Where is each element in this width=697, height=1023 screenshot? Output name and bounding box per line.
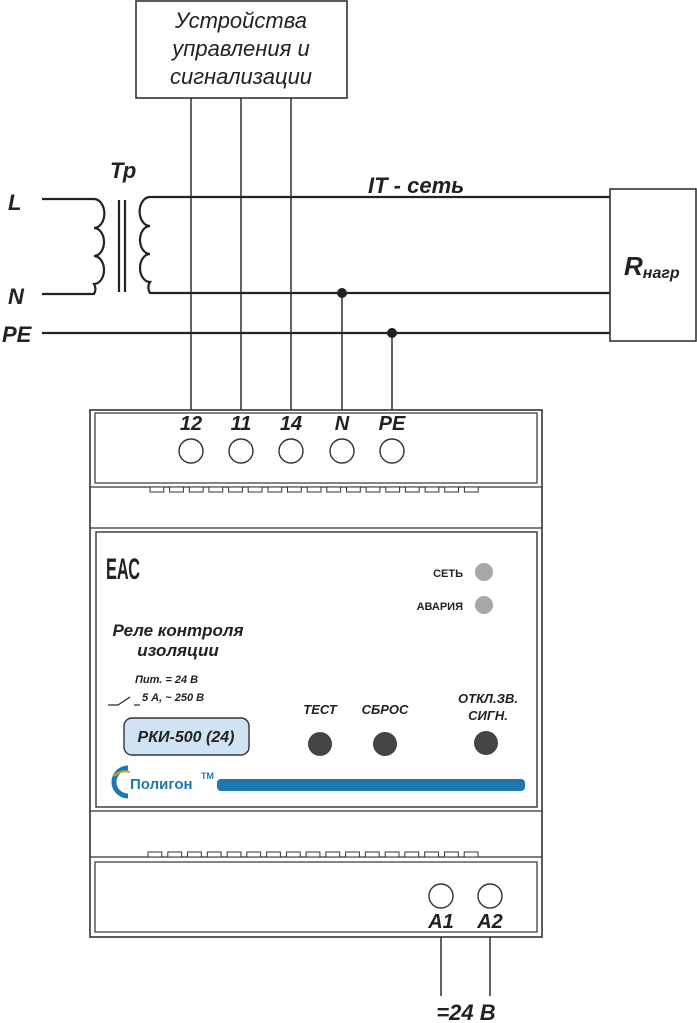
- vent-slot: [346, 486, 361, 493]
- vent-slot: [424, 486, 440, 493]
- vent-slot: [444, 851, 459, 858]
- terminal-screw-14[interactable]: [278, 438, 304, 464]
- vent-slot: [404, 486, 420, 493]
- top-terminal-labels: 12 11 14 N PE: [180, 413, 406, 435]
- btn-mute-label2: СИГН.: [468, 708, 508, 723]
- bottom-terminal-block: [94, 861, 538, 933]
- vent-slot: [305, 851, 321, 858]
- test-button[interactable]: [308, 732, 332, 756]
- vent-slot: [444, 486, 460, 493]
- vent-slot: [364, 851, 380, 858]
- line-PE-label: PE: [2, 322, 33, 347]
- terminal-screw-a2[interactable]: [477, 883, 503, 909]
- vent-slot: [147, 851, 163, 858]
- vent-slots-top: [149, 486, 479, 493]
- terminal-label-pe: PE: [379, 413, 406, 435]
- vent-slot: [149, 486, 165, 493]
- led-alarm: [475, 596, 493, 614]
- vent-slots-bottom: [147, 851, 479, 858]
- vent-slot: [226, 851, 242, 858]
- control-box-line3: сигнализации: [170, 64, 312, 89]
- eac-logo: ЕАС: [106, 553, 140, 586]
- btn-mute-label1: ОТКЛ.ЗВ.: [458, 691, 518, 706]
- vent-slot: [247, 486, 263, 493]
- brand-stripe: [217, 779, 525, 791]
- terminal-screw-a1[interactable]: [428, 883, 454, 909]
- led-set: [475, 563, 493, 581]
- spec-power: Пит. = 24 В: [135, 674, 198, 686]
- terminal-screw-n[interactable]: [329, 438, 355, 464]
- vent-slot: [228, 486, 243, 493]
- vent-slot: [188, 486, 204, 493]
- vent-slot: [208, 486, 224, 493]
- vent-slot: [187, 851, 202, 858]
- terminal-label-n: N: [335, 413, 350, 435]
- contact-symbol: [108, 696, 140, 706]
- led-set-label: СЕТЬ: [433, 568, 463, 580]
- vent-slot: [463, 486, 479, 493]
- brand-logo-arc: [111, 765, 129, 799]
- vent-slot: [384, 851, 400, 858]
- model-label: РКИ-500 (24): [138, 729, 235, 746]
- terminal-label-11: 11: [231, 413, 252, 435]
- control-box-line1: Устройства: [174, 8, 307, 33]
- vent-slot: [285, 851, 301, 858]
- terminal-screw-pe[interactable]: [379, 438, 405, 464]
- control-box-line2: управления и: [170, 36, 309, 61]
- led-alarm-label: АВАРИЯ: [417, 601, 464, 613]
- terminal-label-a2: A2: [476, 911, 503, 933]
- btn-test-label: ТЕСТ: [303, 702, 338, 717]
- vent-slot: [287, 486, 302, 493]
- mute-alarm-button[interactable]: [474, 731, 498, 755]
- transformer-primary: [42, 197, 106, 296]
- it-network-label: IT - сеть: [368, 173, 464, 198]
- terminal-label-a1: A1: [427, 911, 454, 933]
- btn-reset-label: СБРОС: [362, 702, 409, 717]
- top-terminals: [178, 438, 405, 464]
- brand-logo-accent: [113, 770, 131, 777]
- device-title-line2: изоляции: [137, 641, 219, 660]
- vent-slot: [246, 851, 262, 858]
- load-box: [609, 188, 697, 342]
- vent-slot: [424, 851, 440, 858]
- vent-slot: [325, 851, 341, 858]
- vent-slot: [267, 486, 283, 493]
- control-signal-box: [135, 0, 348, 99]
- reset-button[interactable]: [373, 732, 397, 756]
- load-label: Rнагр: [624, 251, 680, 282]
- line-N-label: N: [8, 284, 25, 309]
- vent-slot: [385, 486, 401, 493]
- brand-tm: ТМ: [201, 771, 214, 781]
- brand-name: Полигон: [130, 776, 193, 793]
- transformer-label: Тр: [110, 158, 136, 183]
- vent-slot: [365, 486, 381, 493]
- vent-slot: [266, 851, 281, 858]
- vent-slot: [326, 486, 342, 493]
- model-badge: [123, 717, 250, 756]
- vent-slot: [404, 851, 420, 858]
- vent-slot: [206, 851, 222, 858]
- vent-slot: [167, 851, 183, 858]
- vent-slot: [169, 486, 184, 493]
- device-title-line1: Реле контроля: [112, 621, 243, 640]
- transformer-secondary: [138, 195, 610, 295]
- brand-logo: Полигон ТМ: [111, 765, 214, 799]
- top-terminal-block: [94, 412, 538, 484]
- vent-slot: [345, 851, 360, 858]
- vent-slot: [306, 486, 322, 493]
- spec-contact: 5 А, ~ 250 В: [142, 692, 204, 704]
- terminal-screw-11[interactable]: [228, 438, 254, 464]
- vent-slot: [463, 851, 479, 858]
- line-L-label: L: [8, 190, 21, 215]
- terminal-label-12: 12: [180, 413, 202, 435]
- terminal-label-14: 14: [280, 413, 302, 435]
- terminal-screw-12[interactable]: [178, 438, 204, 464]
- front-panel: [95, 531, 538, 808]
- supply-label: =24 В: [436, 1000, 495, 1023]
